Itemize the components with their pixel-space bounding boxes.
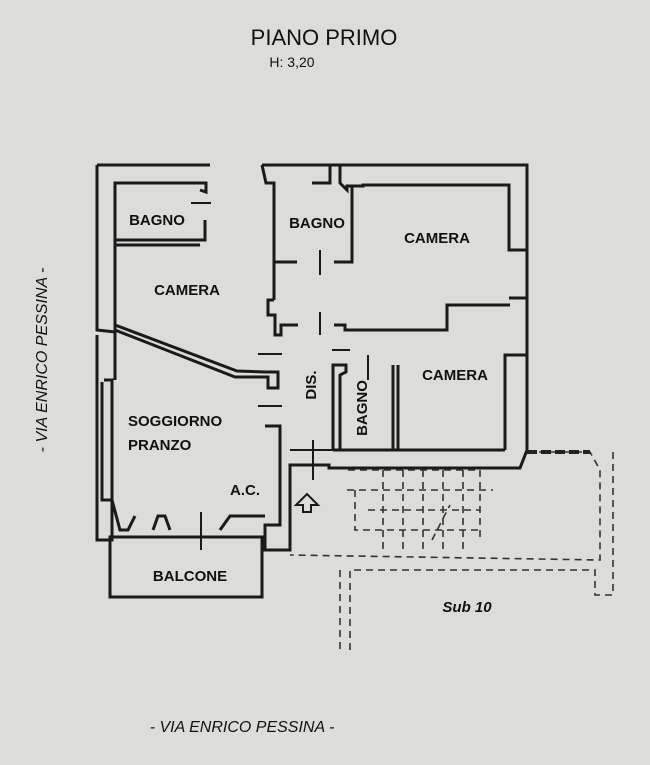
soggiorno-wall xyxy=(110,499,265,532)
bagno-1-wall xyxy=(115,220,207,247)
left-wall xyxy=(95,165,208,542)
inner-wall-top xyxy=(260,164,529,450)
room-label-balcone: BALCONE xyxy=(153,568,227,585)
street-label-left: - VIA ENRICO PESSINA - xyxy=(34,268,51,453)
street-label-bottom: - VIA ENRICO PESSINA - xyxy=(150,719,335,736)
room-label-bagno: BAGNO xyxy=(289,215,345,232)
balcone xyxy=(108,535,264,599)
room-label-camera: CAMERA xyxy=(154,282,220,299)
sub-10-outline xyxy=(289,451,614,650)
diagonal-wall xyxy=(114,323,280,390)
sub-label: Sub 10 xyxy=(442,599,492,616)
room-label-pranzo: PRANZO xyxy=(128,437,192,454)
height-note: H: 3,20 xyxy=(269,54,314,70)
door-marks xyxy=(191,202,369,480)
room-label-dis: DIS. xyxy=(303,370,320,399)
bagno-2-wall xyxy=(266,186,510,337)
plan-title: PIANO PRIMO xyxy=(251,25,398,50)
room-label-ac: A.C. xyxy=(230,482,260,499)
room-label-camera: CAMERA xyxy=(404,230,470,247)
bagno-3-wall xyxy=(331,363,505,452)
room-label-camera: CAMERA xyxy=(422,367,488,384)
room-label-soggiorno: SOGGIORNO xyxy=(128,413,223,430)
room-label-bagno: BAGNO xyxy=(129,212,185,229)
up-arrow-icon xyxy=(293,492,321,513)
room-label-bagno: BAGNO xyxy=(354,380,371,436)
